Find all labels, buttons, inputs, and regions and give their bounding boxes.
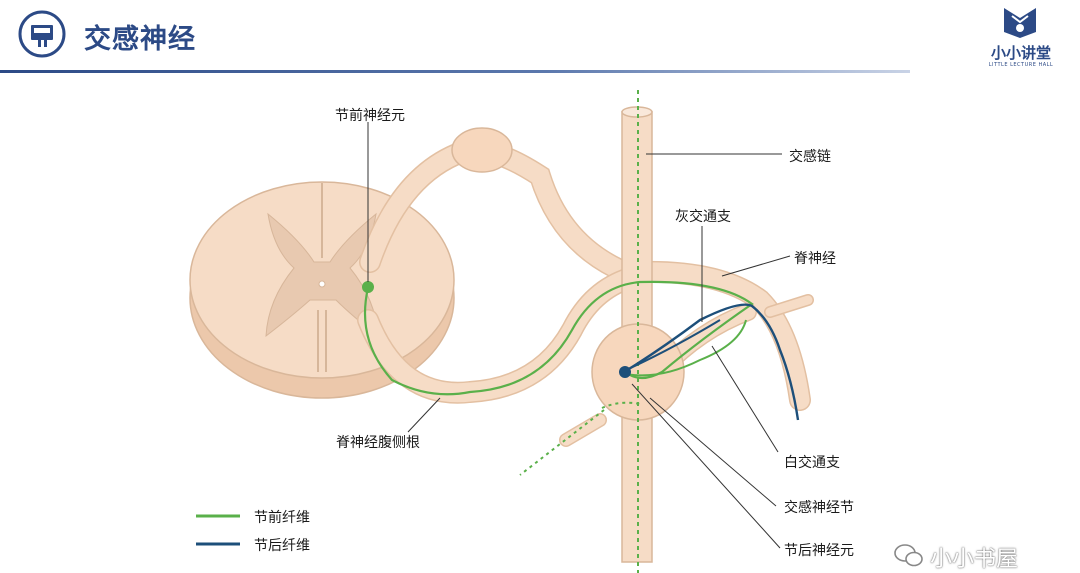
label-sympathetic-ganglion: 交感神经节 [784,500,854,516]
postganglionic-neuron-body [619,366,631,378]
label-ventral-root: 脊神经腹侧根 [336,435,420,451]
lecture-hall-logo-icon [1004,8,1036,38]
label-white-ramus: 白交通支 [784,455,840,471]
label-preganglionic-neuron: 节前神经元 [335,108,405,124]
sympathetic-chain [519,90,685,573]
legend-postganglionic-fiber: 节后纤维 [254,538,310,554]
header: 交感神经 小小讲堂 LITTLE LECTURE HALL [0,0,1080,80]
label-postganglionic-neuron: 节后神经元 [784,543,854,559]
page-title: 交感神经 [84,24,196,55]
wechat-icon [894,544,923,567]
presentation-icon [18,10,66,58]
logo-subtitle: LITTLE LECTURE HALL [988,62,1054,68]
preganglionic-neuron-body [362,281,374,293]
label-spinal-nerve: 脊神经 [794,251,836,267]
legend-preganglionic-fiber: 节前纤维 [254,510,310,526]
label-gray-ramus: 灰交通支 [675,209,731,225]
dorsal-root-ganglion [451,127,513,173]
logo-text: 小小讲堂 [990,44,1051,62]
preganglionic-fiber [363,280,754,396]
spinal-cord [189,181,455,399]
postganglionic-fiber [623,303,800,421]
watermark-text: 小小书屋 [930,547,1019,572]
leader-lines [367,122,791,549]
label-sympathetic-chain: 交感链 [789,149,831,165]
title-divider [0,70,910,73]
